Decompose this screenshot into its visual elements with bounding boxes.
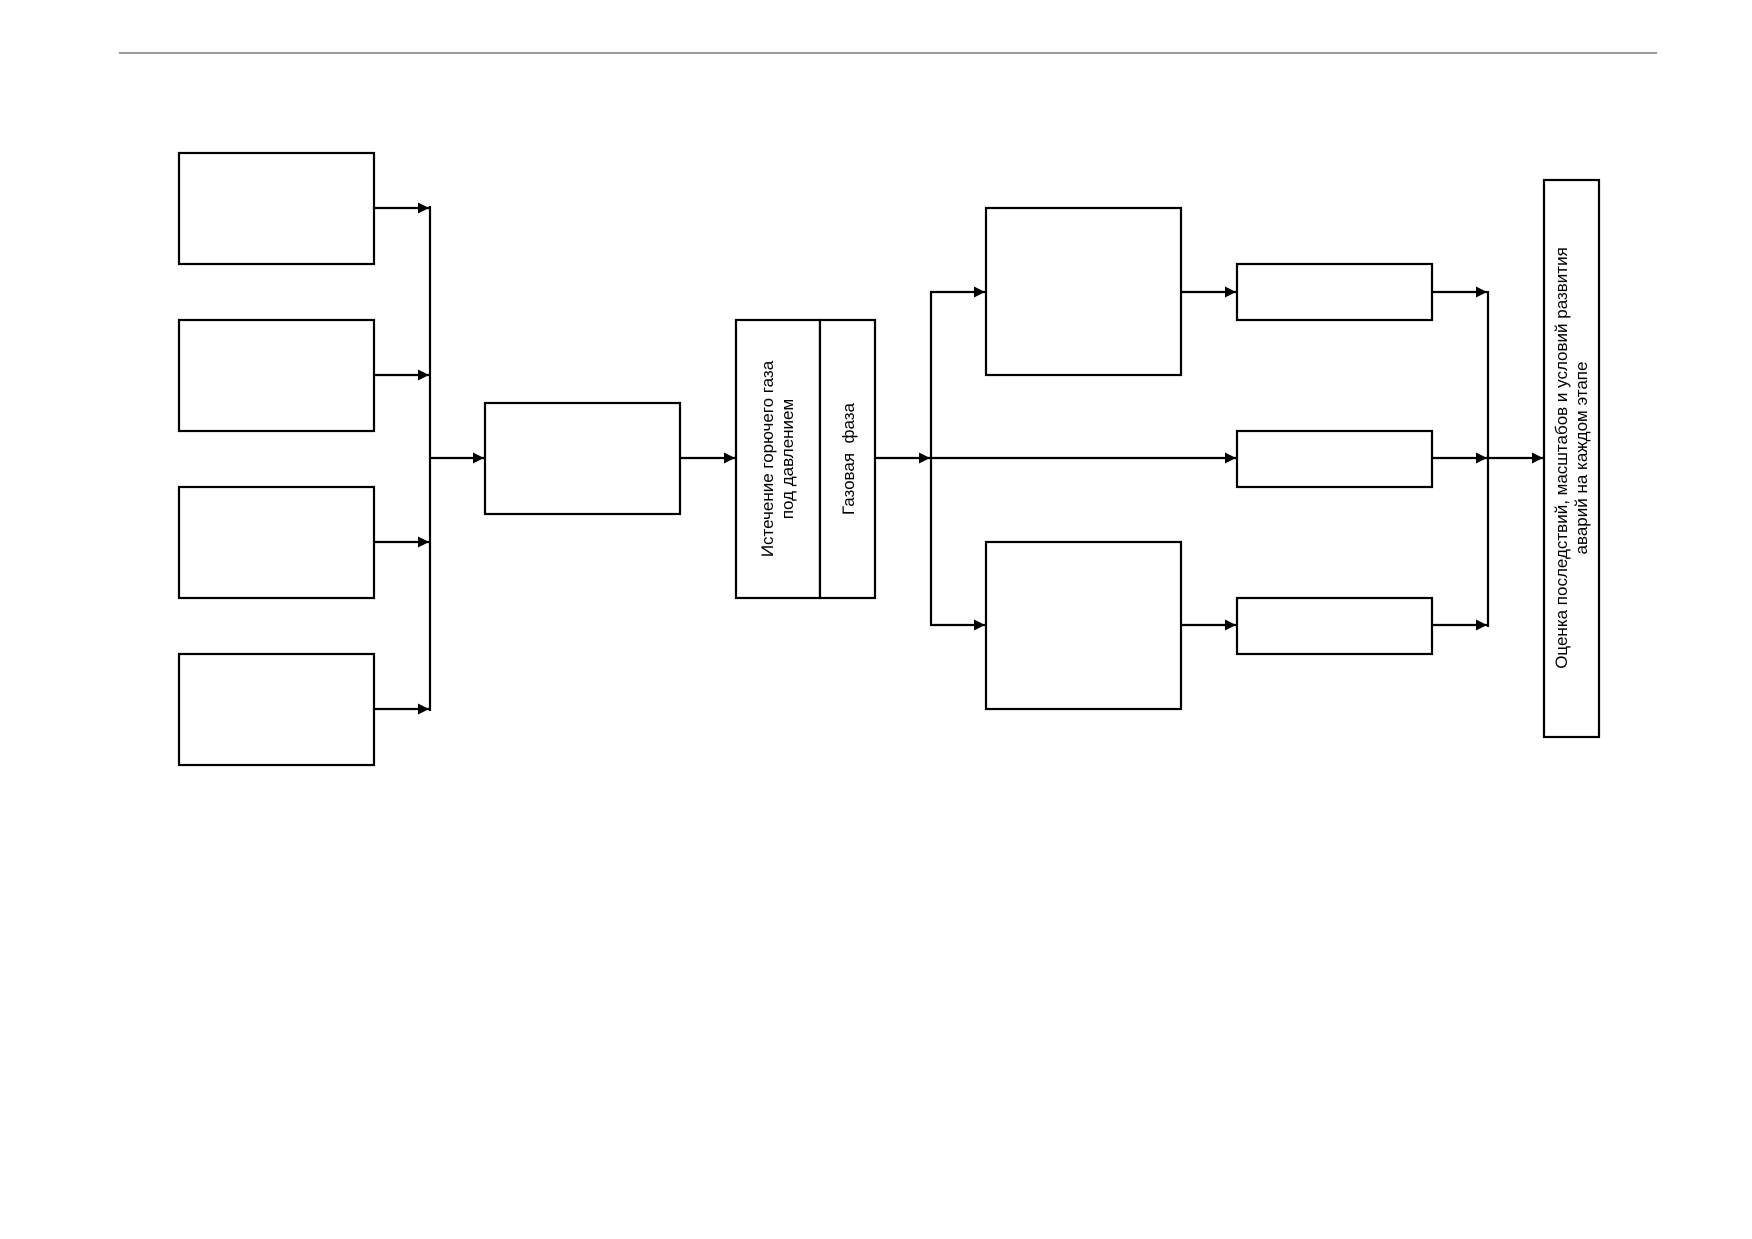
- outflow-label-line-1: Истечение горючего газа: [758, 360, 777, 557]
- source-box-3: [177, 485, 376, 600]
- middle-box: [483, 401, 682, 516]
- source-box-4: [177, 652, 376, 767]
- source-connectors: [374, 202, 484, 715]
- result-box-top: [1235, 262, 1434, 322]
- source-box-1: [177, 151, 376, 266]
- branch-box-upper: [984, 206, 1183, 377]
- source-box-2: [177, 318, 376, 433]
- assessment-box: Оценка последствий, масштабов и условий …: [1542, 178, 1601, 739]
- assessment-label-line-1: Оценка последствий, масштабов и условий …: [1552, 247, 1571, 669]
- branch-box-lower: [984, 540, 1183, 711]
- split-connectors: [875, 286, 1236, 631]
- outflow-box: Истечение горючего газа под давлением: [734, 318, 822, 600]
- result-box-middle: [1235, 429, 1434, 489]
- gas-phase-label: Газовая фаза: [839, 402, 858, 515]
- assessment-label-line-2: аварий на каждом этапе: [1572, 362, 1591, 555]
- result-connectors: [1432, 286, 1543, 631]
- outflow-label-line-2: под давлением: [778, 399, 797, 519]
- gas-phase-box: Газовая фаза: [818, 318, 877, 600]
- result-box-bottom: [1235, 596, 1434, 656]
